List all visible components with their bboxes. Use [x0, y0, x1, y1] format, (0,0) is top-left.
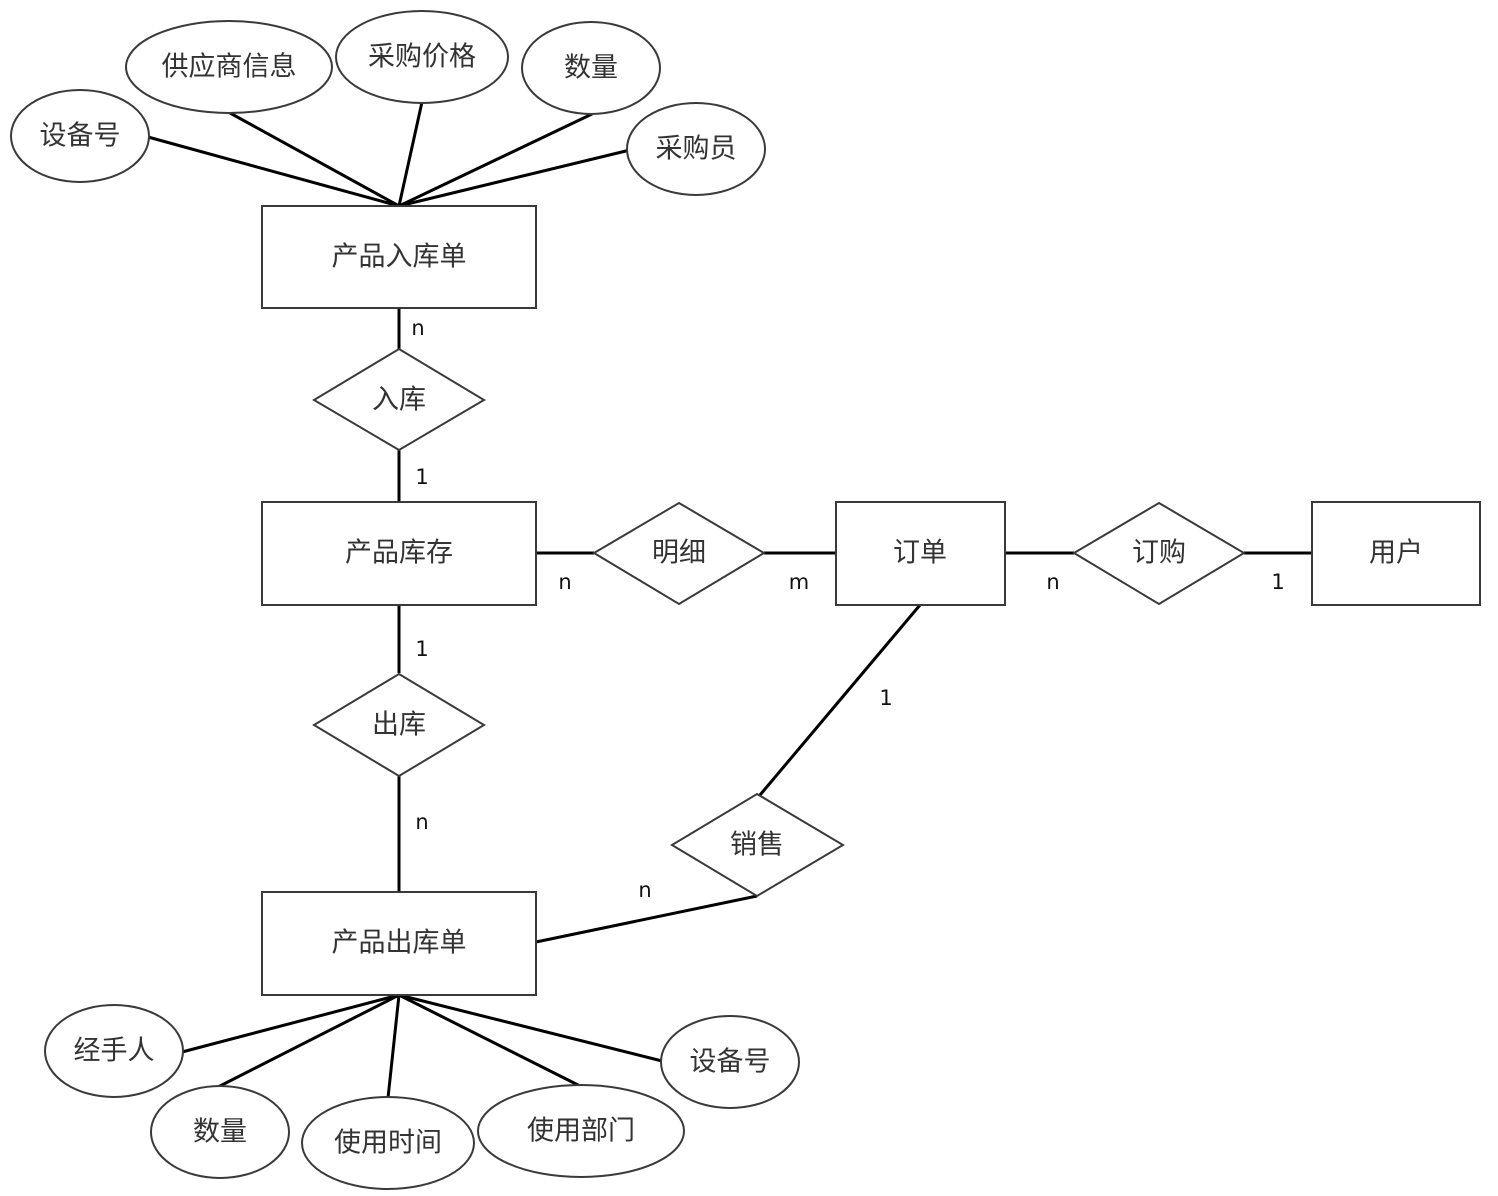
relationship-label: 明细 — [652, 538, 706, 569]
attribute-quantity-outbound[interactable]: 数量 — [150, 1085, 290, 1179]
relationship-label: 订购 — [1132, 538, 1186, 569]
attribute-label: 使用时间 — [334, 1128, 442, 1159]
attribute-label: 数量 — [193, 1117, 247, 1148]
relationship-diamond — [670, 792, 845, 898]
entity-outbound-order[interactable]: 产品出库单 — [261, 891, 537, 996]
connector-outbound-quantity — [217, 993, 400, 1089]
attribute-label: 采购价格 — [368, 42, 476, 73]
entity-box — [835, 501, 1006, 606]
relationship-sales[interactable]: 销售 — [670, 792, 845, 898]
cardinality-inventory-outbound: 1 — [415, 637, 428, 661]
cardinality-inventory-detail: n — [558, 570, 571, 594]
attribute-ellipse — [44, 1004, 184, 1098]
entity-box — [1311, 501, 1481, 606]
connector-sales-to-outbound-order — [535, 894, 758, 944]
entity-user[interactable]: 用户 — [1311, 501, 1481, 606]
connector-inbound-purchase-price — [397, 101, 424, 207]
connectors — [147, 101, 1312, 1099]
connector-order-to-sales — [758, 604, 922, 796]
cardinality-outbound-order-sales: n — [638, 878, 651, 902]
attribute-ellipse — [301, 1096, 475, 1190]
entity-order[interactable]: 订单 — [835, 501, 1006, 606]
relationship-detail[interactable]: 明细 — [592, 501, 766, 606]
relationship-diamond — [1072, 501, 1246, 606]
entity-label: 产品库存 — [345, 538, 453, 569]
entity-label: 产品入库单 — [332, 242, 467, 273]
attribute-ellipse — [10, 89, 150, 183]
attribute-quantity-inbound[interactable]: 数量 — [521, 21, 661, 115]
cardinality-order-purchase: n — [1046, 570, 1059, 594]
attribute-ellipse — [660, 1015, 800, 1109]
attribute-label: 供应商信息 — [162, 52, 297, 83]
entity-label: 用户 — [1369, 538, 1423, 569]
attribute-ellipse — [477, 1084, 685, 1178]
relationship-diamond — [312, 672, 486, 778]
attribute-ellipse — [335, 10, 509, 104]
connector-inbound-buyer — [398, 148, 631, 208]
relationship-label: 销售 — [730, 830, 784, 861]
relationship-inbound[interactable]: 入库 — [312, 347, 486, 452]
cardinality-inventory-inbound: 1 — [415, 465, 428, 489]
connector-inbound-quantity — [398, 112, 593, 208]
attribute-supplier-info[interactable]: 供应商信息 — [125, 20, 333, 114]
connector-outbound-device-no — [398, 993, 667, 1064]
connector-outbound-use-time — [386, 994, 401, 1099]
attribute-ellipse — [626, 102, 766, 196]
attribute-label: 使用部门 — [527, 1116, 635, 1147]
entity-box — [261, 205, 537, 309]
attribute-label: 数量 — [564, 53, 618, 84]
relationship-diamond — [312, 347, 486, 452]
connector-inbound-device-no — [147, 135, 400, 208]
attribute-buyer[interactable]: 采购员 — [626, 102, 766, 196]
relationship-purchase[interactable]: 订购 — [1072, 501, 1246, 606]
relationship-outbound[interactable]: 出库 — [312, 672, 486, 778]
connector-inbound-supplier-info — [229, 111, 400, 208]
entity-label: 订单 — [893, 538, 947, 569]
cardinality-labels: n 1 n m n 1 1 n 1 n — [411, 316, 1284, 902]
attribute-ellipse — [125, 20, 333, 114]
entity-inbound-order[interactable]: 产品入库单 — [261, 205, 537, 309]
attribute-purchase-price[interactable]: 采购价格 — [335, 10, 509, 104]
cardinality-inbound-order: n — [411, 316, 424, 340]
attribute-use-department[interactable]: 使用部门 — [477, 1084, 685, 1178]
relationship-label: 出库 — [372, 710, 426, 741]
cardinality-order-sales: 1 — [879, 686, 892, 710]
entity-box — [261, 891, 537, 996]
relationship-label: 入库 — [372, 385, 426, 416]
attribute-device-no-outbound[interactable]: 设备号 — [660, 1015, 800, 1109]
attribute-label: 采购员 — [656, 134, 737, 165]
connector-outbound-handler — [181, 993, 400, 1054]
attribute-handler[interactable]: 经手人 — [44, 1004, 184, 1098]
relationship-diamond — [592, 501, 766, 606]
cardinality-user-purchase: 1 — [1271, 570, 1284, 594]
attribute-ellipse — [521, 21, 661, 115]
cardinality-order-detail: m — [789, 570, 809, 594]
entity-inventory[interactable]: 产品库存 — [261, 501, 537, 606]
cardinality-outbound-order: n — [415, 810, 428, 834]
attribute-use-time[interactable]: 使用时间 — [301, 1096, 475, 1190]
attribute-device-no-inbound[interactable]: 设备号 — [10, 89, 150, 183]
entity-label: 产品出库单 — [332, 928, 467, 959]
attribute-ellipse — [150, 1085, 290, 1179]
connector-outbound-use-department — [398, 993, 581, 1088]
attribute-label: 设备号 — [40, 121, 121, 152]
entity-box — [261, 501, 537, 606]
attribute-label: 设备号 — [690, 1047, 771, 1078]
attribute-label: 经手人 — [74, 1036, 155, 1067]
